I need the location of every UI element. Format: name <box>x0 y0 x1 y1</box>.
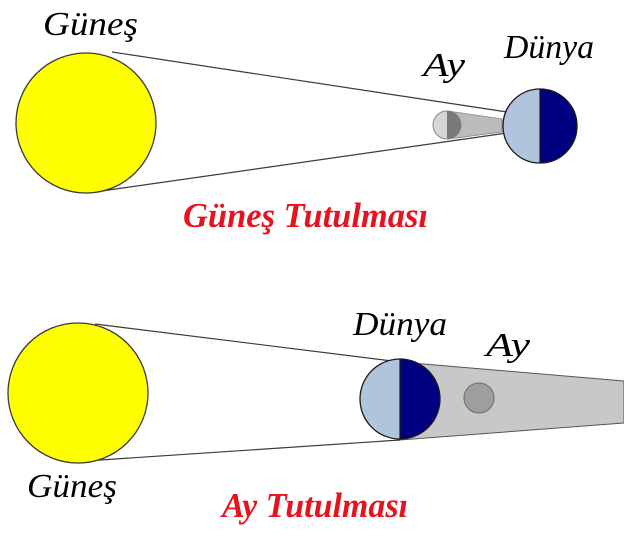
solar-earth-label: Dünya <box>503 29 594 66</box>
solar-eclipse-panel: Güneş Ay Dünya Güneş Tutulması <box>15 6 594 235</box>
solar-sun <box>15 52 157 194</box>
solar-moon-label: Ay <box>421 47 467 84</box>
solar-earth <box>502 88 578 164</box>
lunar-moon-label: Ay <box>483 327 531 364</box>
lunar-sun-label: Güneş <box>27 468 117 505</box>
solar-moon <box>432 110 462 140</box>
lunar-eclipse-panel: Dünya Ay Güneş Ay Tutulması <box>7 306 624 525</box>
lunar-eclipse-title: Ay Tutulması <box>220 486 408 525</box>
lunar-sun <box>7 322 149 464</box>
lunar-earth-label: Dünya <box>352 306 447 343</box>
solar-eclipse-title: Güneş Tutulması <box>183 196 428 235</box>
lunar-cone-top-line <box>94 323 401 363</box>
lunar-moon <box>463 382 495 414</box>
lunar-cone-bottom-line <box>69 439 401 463</box>
solar-cone-top-line <box>111 51 508 113</box>
solar-cone-bottom-line <box>87 132 508 194</box>
solar-sun-label: Güneş <box>43 6 138 43</box>
lunar-earth <box>359 358 441 440</box>
